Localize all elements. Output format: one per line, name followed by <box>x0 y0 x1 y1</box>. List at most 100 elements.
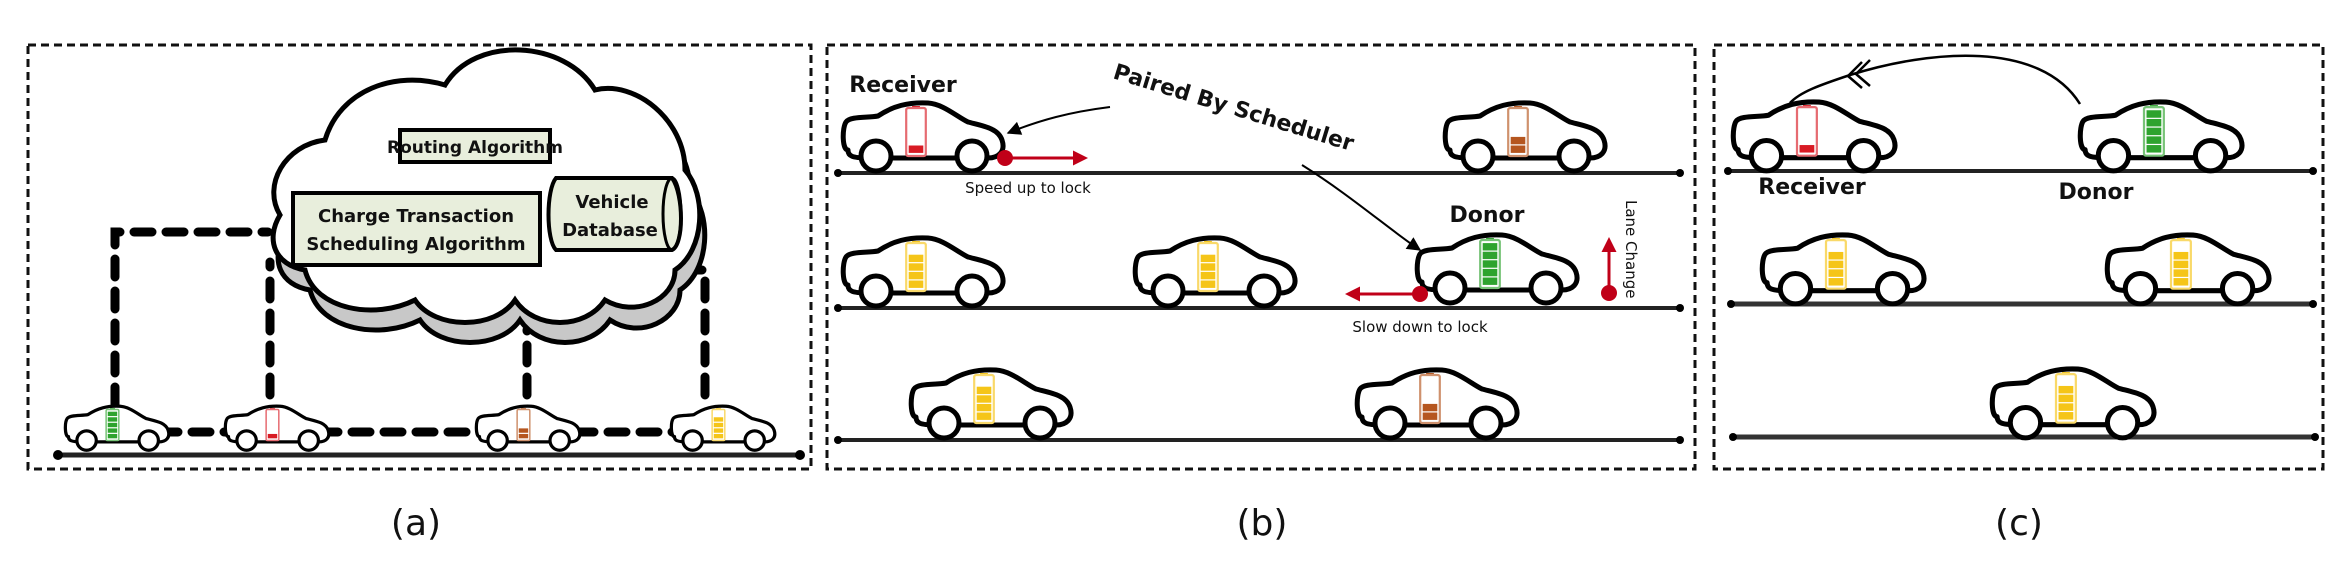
panel-b-cars <box>843 103 1605 438</box>
panel-a-frame <box>26 43 813 471</box>
battery-level-segment <box>1799 145 1815 153</box>
lane-change-label: Lane Change <box>1622 200 1640 298</box>
battery-level-segment <box>713 428 724 433</box>
battery-level-segment <box>1510 145 1526 153</box>
slow-down-label: Slow down to lock <box>1352 318 1488 336</box>
battery-level-segment <box>1422 403 1438 412</box>
battery-level-segment <box>2146 136 2162 144</box>
road-endpoint <box>2309 167 2317 175</box>
car <box>1762 235 1924 304</box>
caption-b: (b) <box>1237 503 1288 544</box>
car <box>843 238 1003 306</box>
battery-level-segment <box>1482 268 1498 277</box>
battery-icon <box>105 408 120 442</box>
connection-line <box>110 227 273 410</box>
battery-level-segment <box>2146 145 2162 153</box>
battery-level-segment <box>1482 260 1498 268</box>
battery-level-segment <box>107 433 118 439</box>
battery-level-segment <box>1422 412 1438 420</box>
receiver-car <box>1733 102 1895 171</box>
panel-a: Routing Algorithm Charge Transaction Sch… <box>26 43 813 544</box>
road-endpoint <box>1676 304 1684 312</box>
battery-level-segment <box>267 433 278 439</box>
battery-level-segment <box>713 433 724 439</box>
panel-b-frame <box>825 43 1697 471</box>
battery-level-segment <box>1482 277 1498 285</box>
car <box>1445 103 1605 171</box>
battery-level-segment <box>1828 269 1844 277</box>
battery-level-segment <box>2173 260 2189 269</box>
road-endpoint <box>2309 300 2317 308</box>
battery-level-segment <box>1200 280 1216 288</box>
donor-label: Donor <box>2058 180 2133 205</box>
donor-car <box>2080 102 2242 171</box>
car <box>1357 370 1517 438</box>
battery-level-segment <box>2146 127 2162 136</box>
battery-level-segment <box>2173 269 2189 277</box>
battery-level-segment <box>2173 278 2189 286</box>
battery-level-segment <box>908 271 924 280</box>
battery-icon <box>1507 106 1529 158</box>
car <box>474 404 582 452</box>
double-arrowhead-icon <box>1846 59 1871 89</box>
road-endpoint <box>53 450 63 460</box>
battery-level-segment <box>1828 260 1844 269</box>
battery-level-segment <box>1200 254 1216 263</box>
routing-algorithm-label: Routing Algorithm <box>387 138 563 158</box>
battery-level-segment <box>107 411 118 417</box>
battery-level-segment <box>1482 243 1498 251</box>
road-endpoint <box>834 304 842 312</box>
battery-level-segment <box>2058 412 2074 420</box>
caption-c: (c) <box>1995 503 2043 544</box>
road-endpoint <box>795 450 805 460</box>
panel-c: Receiver Donor (c) <box>1712 43 2325 544</box>
battery-level-segment <box>908 145 924 153</box>
road-endpoint <box>1676 169 1684 177</box>
battery-icon <box>1419 373 1441 425</box>
panel-a-cars <box>63 404 777 452</box>
routing-algorithm-box <box>398 128 552 164</box>
database-label-line1: Vehicle <box>575 192 648 213</box>
battery-level-segment <box>107 417 118 422</box>
battery-level-segment <box>713 417 724 422</box>
road-endpoint <box>834 436 842 444</box>
road-endpoint <box>1727 300 1735 308</box>
battery-level-segment <box>1200 271 1216 280</box>
battery-level-segment <box>518 433 529 439</box>
battery-level-segment <box>518 428 529 433</box>
battery-level-segment <box>2058 394 2074 403</box>
road-endpoint <box>834 169 842 177</box>
battery-level-segment <box>2058 403 2074 411</box>
paired-arrow-to-donor <box>1301 164 1422 251</box>
speed-up-label: Speed up to lock <box>965 179 1091 197</box>
battery-icon <box>265 408 280 442</box>
panel-b: Receiver Donor Paired By Scheduler Speed… <box>825 43 1697 544</box>
battery-level-segment <box>908 263 924 271</box>
donor-label: Donor <box>1449 203 1524 228</box>
car <box>1135 238 1295 306</box>
battery-level-segment <box>1200 263 1216 271</box>
panel-c-frame <box>1712 43 2325 471</box>
scheduling-label-line1: Charge Transaction <box>318 206 514 227</box>
battery-level-segment <box>908 254 924 263</box>
database-label-line2: Database <box>562 220 658 241</box>
battery-icon <box>2142 105 2165 157</box>
battery-level-segment <box>1510 136 1526 145</box>
battery-icon <box>905 106 927 158</box>
receiver-label: Receiver <box>1758 175 1866 200</box>
battery-icon <box>905 241 927 293</box>
scheduling-algorithm-box <box>291 191 542 267</box>
battery-level-segment <box>976 395 992 403</box>
battery-icon <box>711 408 726 442</box>
car <box>669 404 777 452</box>
battery-level-segment <box>976 403 992 412</box>
battery-icon <box>516 408 531 442</box>
car <box>911 370 1071 438</box>
energy-transfer-arc <box>1789 54 2082 105</box>
battery-icon <box>2054 372 2077 424</box>
paired-arrow-to-receiver <box>1006 106 1111 135</box>
battery-level-segment <box>976 386 992 395</box>
car <box>2107 235 2269 304</box>
battery-level-segment <box>1828 278 1844 286</box>
